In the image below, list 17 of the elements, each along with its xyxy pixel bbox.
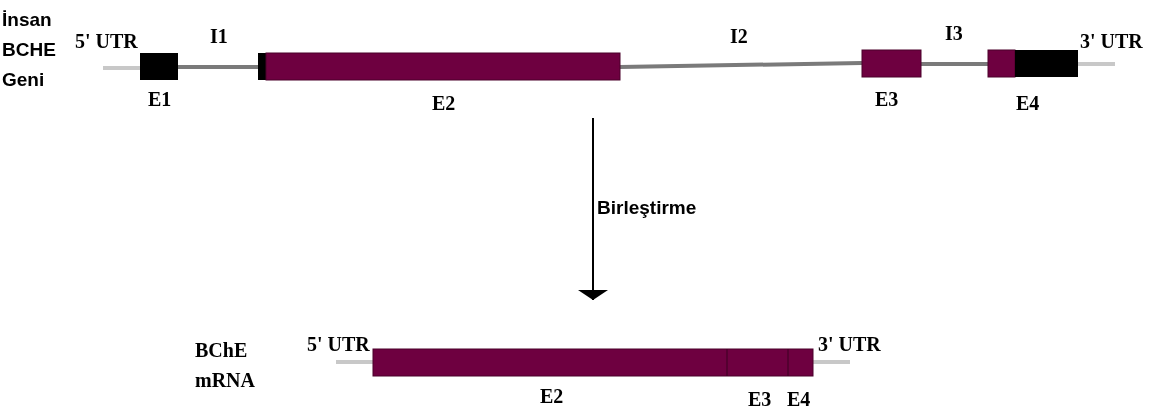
exon-label: E1 (148, 88, 172, 110)
exon-label: E2 (432, 92, 456, 114)
intron-label: I2 (730, 25, 748, 47)
exon-label: E3 (875, 88, 899, 110)
arrow (578, 117, 608, 301)
diagram-title-label: İnsan BCHE Geni (2, 8, 57, 92)
utr-label: 3' UTR (818, 333, 881, 355)
diagram-title-label: BChE mRNA (195, 338, 256, 393)
intron-label: I3 (945, 22, 963, 44)
intron-label: I1 (210, 25, 228, 47)
utr-label: 3' UTR (1080, 30, 1143, 52)
exon-label: E2 (540, 385, 564, 407)
exon-label: E4 (1016, 92, 1040, 114)
exon-label: E4 (787, 388, 811, 410)
exon-label: E3 (748, 388, 772, 410)
utr-label: 5' UTR (75, 30, 138, 52)
utr-label: 5' UTR (307, 333, 370, 355)
